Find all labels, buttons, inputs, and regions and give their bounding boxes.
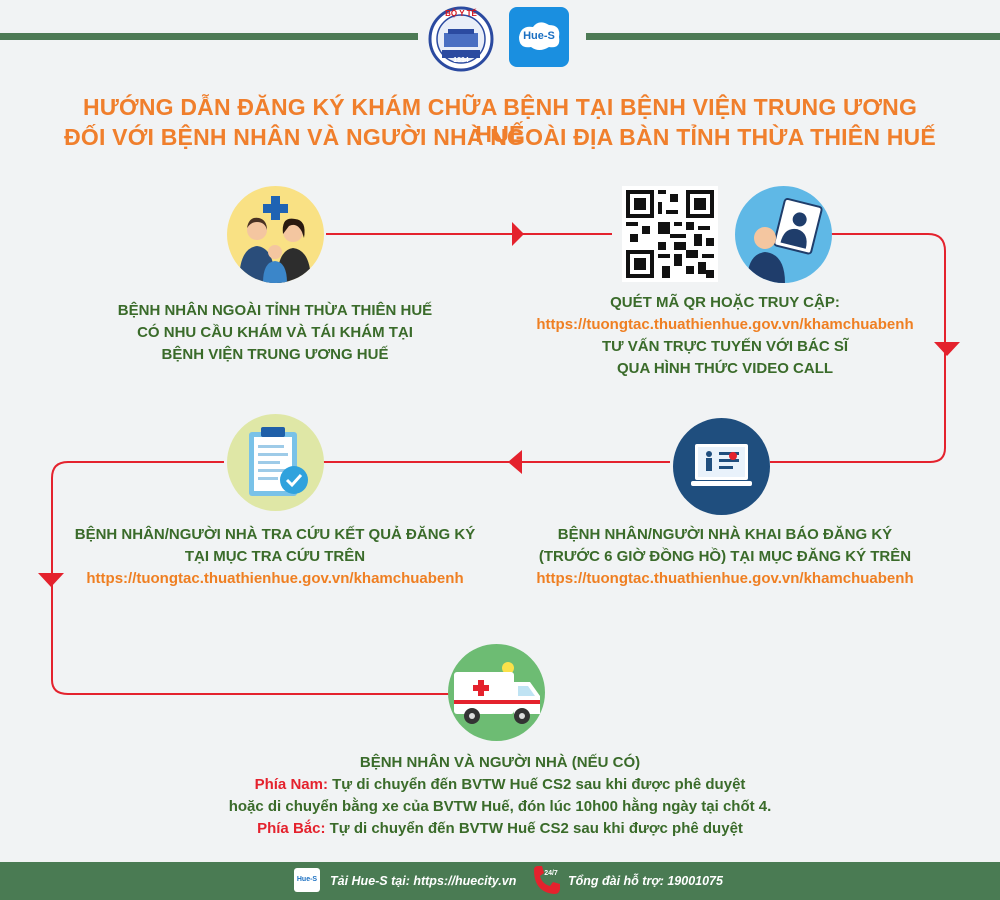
qr-code-icon (622, 186, 718, 282)
step4-line2: TẠI MỤC TRA CỨU TRÊN (184, 548, 366, 565)
step3-line2: (TRƯỚC 6 GIỜ ĐỒNG HỒ) TẠI MỤC ĐĂNG KÝ TR… (538, 548, 912, 565)
step2-line4: QUA HÌNH THỨC VIDEO CALL (616, 360, 834, 377)
hotline-icon-text: 24/7 (544, 870, 558, 877)
ambulance-icon (448, 644, 545, 741)
laptop-registration-icon (673, 418, 770, 515)
step2-link[interactable]: https://tuongtac.thuathienhue.gov.vn/kha… (536, 316, 914, 333)
step1-text: BỆNH NHÂN NGOÀI TỈNH THỪA THIÊN HUẾ CÓ N… (90, 300, 460, 366)
step3-text: BỆNH NHÂN/NGƯỜI NHÀ KHAI BÁO ĐĂNG KÝ (TR… (500, 524, 950, 590)
step2-text: QUÉT MÃ QR HOẶC TRUY CẬP: https://tuongt… (500, 292, 950, 380)
step1-line1: BỆNH NHÂN NGOÀI TỈNH THỪA THIÊN HUẾ (117, 302, 433, 319)
step1-line2: CÓ NHU CẦU KHÁM VÀ TÁI KHÁM TẠI (137, 324, 413, 341)
step2-line1: QUÉT MÃ QR HOẶC TRUY CẬP: (610, 294, 840, 311)
footer-hotline-text[interactable]: Tổng đài hỗ trợ: 19001075 (568, 874, 723, 888)
page-title-line2: ĐỐI VỚI BỆNH NHÂN VÀ NGƯỜI NHÀ NGOÀI ĐỊA… (64, 124, 936, 150)
seal-text-top: BỘ Y TẾ (445, 9, 477, 18)
page-title-line1: HƯỚNG DẪN ĐĂNG KÝ KHÁM CHỮA BỆNH TẠI BỆN… (82, 94, 918, 147)
family-icon (227, 186, 324, 283)
clipboard-check-icon (227, 414, 324, 511)
footer-bar (0, 862, 1000, 900)
hue-s-logo (509, 7, 569, 67)
step3-link[interactable]: https://tuongtac.thuathienhue.gov.vn/kha… (536, 570, 914, 587)
footer-hue-s-app-icon[interactable]: Hue-S (294, 868, 320, 892)
video-call-doctor-icon (735, 186, 832, 283)
step2-line3: TƯ VẤN TRỰC TUYẾN VỚI BÁC SĨ (601, 338, 849, 355)
step5-south: Phía Nam: Tự di chuyển đến BVTW Huế CS2 … (150, 774, 850, 796)
hue-s-logo-text: Hue-S (523, 30, 555, 42)
step1-line3: BỆNH VIỆN TRUNG ƯƠNG HUẾ (161, 346, 389, 363)
seal-text-year: 1894 (453, 57, 469, 64)
footer-download-text[interactable]: Tải Hue-S tại: https://huecity.vn (330, 874, 517, 888)
phone-24-7-icon (530, 864, 562, 896)
footer-app-icon-text: Hue-S (296, 876, 318, 883)
step4-link[interactable]: https://tuongtac.thuathienhue.gov.vn/kha… (86, 570, 464, 587)
hospital-seal-logo (428, 6, 494, 72)
step4-line1: BỆNH NHÂN/NGƯỜI NHÀ TRA CỨU KẾT QUẢ ĐĂNG… (74, 526, 476, 543)
south-text: Tự di chuyển đến BVTW Huế CS2 sau khi đư… (332, 776, 746, 793)
step5-south-line2: hoặc di chuyển bằng xe của BVTW Huế, đón… (228, 798, 772, 815)
step5-line1: BỆNH NHÂN VÀ NGƯỜI NHÀ (NẾU CÓ) (359, 754, 641, 771)
south-label: Phía Nam: (254, 776, 328, 793)
step3-line1: BỆNH NHÂN/NGƯỜI NHÀ KHAI BÁO ĐĂNG KÝ (557, 526, 893, 543)
step4-text: BỆNH NHÂN/NGƯỜI NHÀ TRA CỨU KẾT QUẢ ĐĂNG… (50, 524, 500, 590)
north-text: Tự di chuyển đến BVTW Huế CS2 sau khi đư… (329, 820, 743, 837)
step5-text: BỆNH NHÂN VÀ NGƯỜI NHÀ (NẾU CÓ) Phía Nam… (150, 752, 850, 840)
step5-north: Phía Bắc: Tự di chuyển đến BVTW Huế CS2 … (150, 818, 850, 840)
north-label: Phía Bắc: (257, 820, 326, 837)
